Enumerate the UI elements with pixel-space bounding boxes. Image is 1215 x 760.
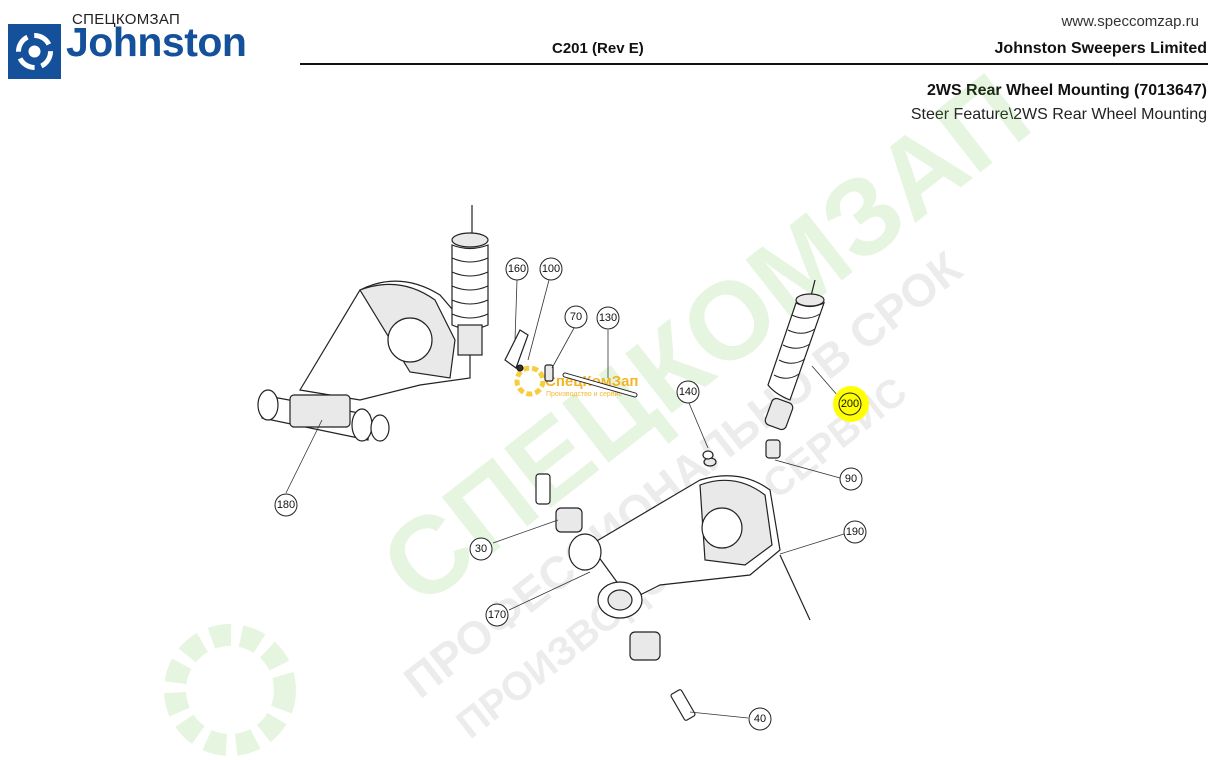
site-url[interactable]: www.speccomzap.ru	[1061, 13, 1199, 30]
header-divider	[300, 63, 1208, 65]
callout-170[interactable]: 170	[485, 603, 509, 627]
rear-shock-absorber	[764, 279, 826, 431]
svg-text:180: 180	[277, 499, 295, 511]
badge-gear-icon	[514, 365, 546, 397]
callout-90[interactable]: 90	[839, 467, 863, 491]
callout-140[interactable]: 140	[676, 380, 700, 404]
upper-arm-assembly	[257, 280, 471, 442]
page-subtitle: Steer Feature\2WS Rear Wheel Mounting	[910, 106, 1207, 123]
callout-40[interactable]: 40	[748, 707, 772, 731]
johnston-logo-icon	[8, 24, 61, 79]
lower-arm-assembly	[535, 473, 811, 721]
svg-text:160: 160	[508, 263, 526, 275]
watermark-gear-icon	[164, 624, 296, 756]
svg-text:140: 140	[679, 386, 697, 398]
svg-text:70: 70	[570, 311, 582, 323]
upper-shock-absorber	[451, 205, 489, 356]
callout-70[interactable]: 70	[564, 305, 588, 329]
callout-200[interactable]: 200	[838, 392, 862, 416]
callout-130[interactable]: 130	[596, 306, 620, 330]
svg-text:170: 170	[488, 609, 506, 621]
badge-subtitle: Производство и сервис	[546, 391, 622, 398]
brand-name: Johnston	[66, 19, 247, 65]
svg-text:130: 130	[599, 312, 617, 324]
svg-text:40: 40	[754, 713, 766, 725]
svg-text:200: 200	[841, 398, 859, 410]
document-code: C201 (Rev E)	[552, 40, 644, 57]
svg-text:100: 100	[542, 263, 560, 275]
callout-30[interactable]: 30	[469, 537, 493, 561]
leader-lines	[285, 279, 845, 719]
svg-text:190: 190	[846, 526, 864, 538]
page-title: 2WS Rear Wheel Mounting (7013647)	[926, 82, 1207, 99]
svg-text:90: 90	[845, 473, 857, 485]
callout-190[interactable]: 190	[843, 520, 867, 544]
company-name: Johnston Sweepers Limited	[994, 40, 1207, 57]
callout-180[interactable]: 180	[274, 493, 298, 517]
callout-100[interactable]: 100	[539, 257, 563, 281]
brand-small-label: СПЕЦКОМЗАП	[72, 11, 181, 28]
callout-160[interactable]: 160	[505, 257, 529, 281]
svg-text:30: 30	[475, 543, 487, 555]
